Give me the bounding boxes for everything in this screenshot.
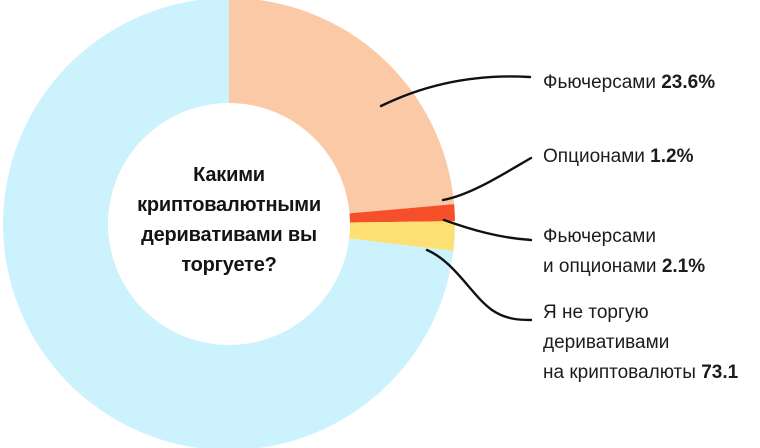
callout-options-value: 1.2% bbox=[650, 146, 694, 167]
callout-label-none: Я не торгую деривативами на криптовалюты… bbox=[543, 298, 738, 388]
callout-options-text: Опционами bbox=[543, 146, 651, 167]
callout-none-line-3: на криптовалюты 73.1 bbox=[543, 358, 738, 388]
callout-none-line-2: деривативами bbox=[543, 332, 670, 353]
callout-futures-text: Фьючерсами bbox=[543, 72, 662, 93]
donut-hole bbox=[108, 103, 350, 345]
callout-label-both: Фьючерсами и опционами 2.1% bbox=[543, 222, 705, 282]
callout-futures-line: Фьючерсами 23.6% bbox=[543, 68, 715, 98]
callout-futures-value: 23.6% bbox=[661, 72, 716, 93]
leader-line-both bbox=[442, 218, 533, 242]
leader-line-options bbox=[441, 156, 533, 202]
leader-lines bbox=[379, 75, 533, 322]
leader-line-none bbox=[425, 248, 533, 322]
callout-both-value: 2.1% bbox=[661, 256, 706, 277]
callout-both-line-1: Фьючерсами bbox=[543, 226, 656, 247]
callout-both-line-2: и опционами 2.1% bbox=[543, 252, 705, 282]
callout-none-value: 73.1 bbox=[701, 362, 739, 383]
callout-none-line-1: Я не торгую bbox=[543, 302, 649, 323]
callout-label-futures: Фьючерсами 23.6% bbox=[543, 68, 715, 98]
callout-none-text: на криптовалюты bbox=[543, 362, 702, 383]
callout-both-text: и опционами bbox=[543, 256, 662, 277]
callout-options-line: Опционами 1.2% bbox=[543, 142, 693, 172]
leader-line-futures bbox=[379, 75, 532, 108]
callout-label-options: Опционами 1.2% bbox=[543, 142, 693, 172]
